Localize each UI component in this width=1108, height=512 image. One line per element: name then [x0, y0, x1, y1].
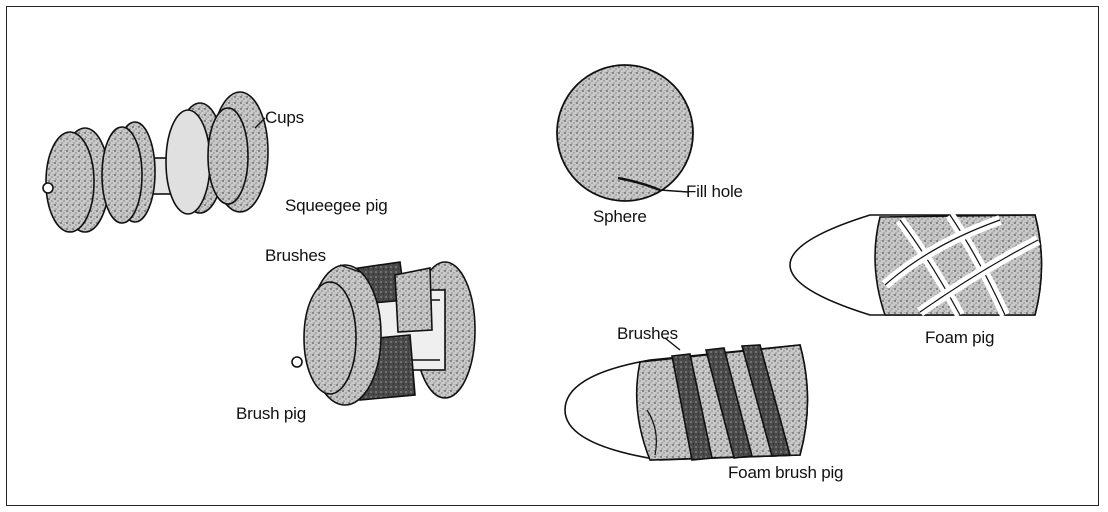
- brushes-top-label: Brushes: [265, 246, 326, 266]
- sphere-label: Sphere: [593, 207, 647, 227]
- foam-pig-drawing: [790, 215, 1042, 315]
- squeegee-pig-label: Squeegee pig: [285, 196, 388, 216]
- squeegee-pig-drawing: [43, 92, 268, 232]
- fill-hole-label: Fill hole: [686, 182, 743, 202]
- brushes-bottom-label: Brushes: [617, 324, 678, 344]
- foam-pig-label: Foam pig: [925, 328, 994, 348]
- cups-label: Cups: [265, 108, 304, 128]
- foam-brush-pig-label: Foam brush pig: [728, 463, 843, 483]
- sphere-drawing: [557, 65, 693, 201]
- foam-brush-pig-drawing: [565, 338, 808, 460]
- brush-pig-label: Brush pig: [236, 404, 306, 424]
- brush-pig-drawing: [292, 262, 475, 405]
